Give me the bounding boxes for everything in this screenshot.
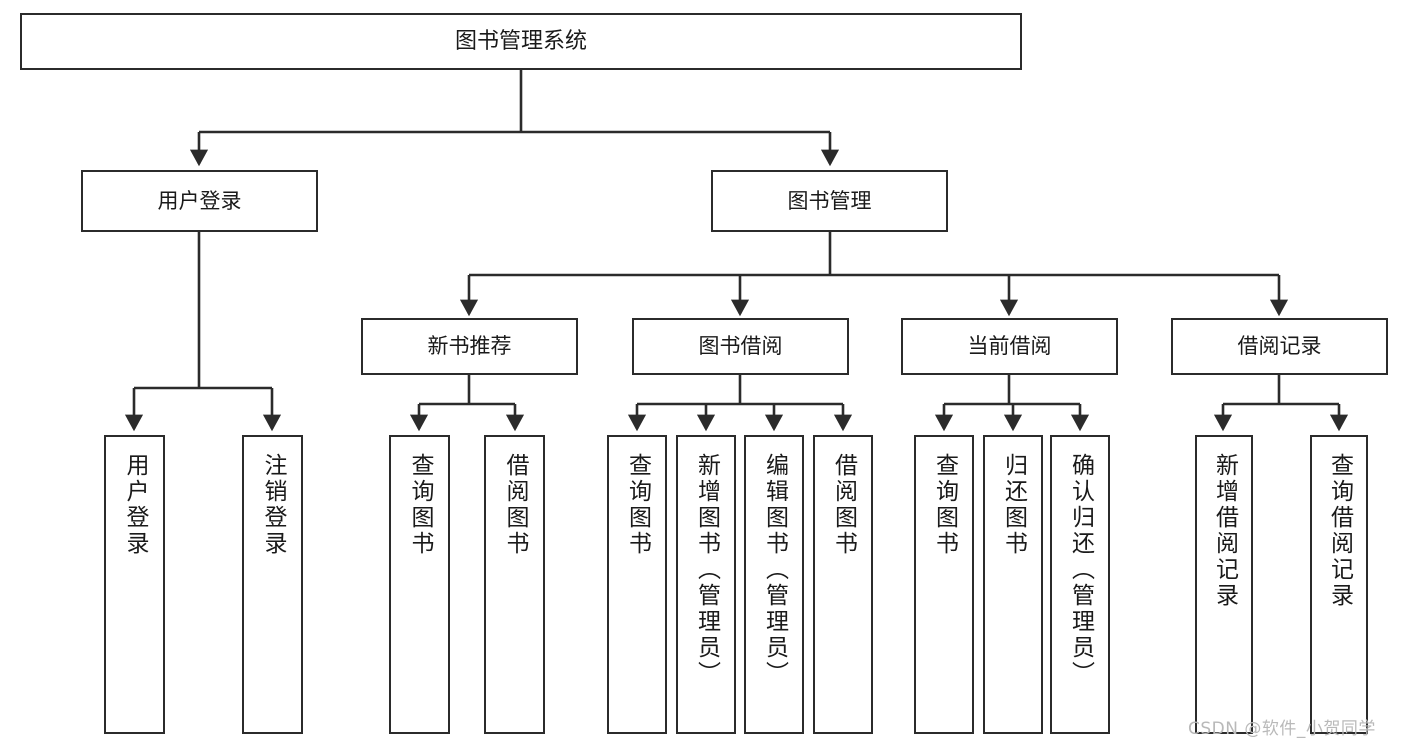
node-root[interactable]: 图书管理系统: [20, 13, 1022, 70]
leaf-logout[interactable]: 注销登录: [242, 435, 303, 734]
node-borrow-record-label: 借阅记录: [1237, 334, 1322, 359]
node-new-book-recommend-label: 新书推荐: [427, 334, 512, 359]
leaf-logout-label: 注销登录: [260, 453, 286, 557]
node-root-label: 图书管理系统: [454, 28, 587, 54]
node-borrow-record[interactable]: 借阅记录: [1171, 318, 1388, 375]
leaf-user-login[interactable]: 用户登录: [104, 435, 165, 734]
leaf-query-borrow-record-label: 查询借阅记录: [1326, 453, 1353, 609]
node-book-borrow-label: 图书借阅: [698, 334, 783, 359]
leaf-borrow-book-newbook-label: 借阅图书: [502, 453, 528, 557]
leaf-confirm-return-admin-label: 确认归还（管理员）: [1067, 453, 1094, 687]
node-user-login[interactable]: 用户登录: [81, 170, 318, 232]
leaf-borrow-book-label: 借阅图书: [830, 453, 857, 557]
leaf-add-book-admin[interactable]: 新增图书（管理员）: [676, 435, 736, 734]
leaf-borrow-book[interactable]: 借阅图书: [813, 435, 873, 734]
leaf-edit-book-admin[interactable]: 编辑图书（管理员）: [744, 435, 804, 734]
node-user-login-label: 用户登录: [157, 188, 242, 213]
leaf-user-login-label: 用户登录: [122, 453, 148, 557]
leaf-return-book-label: 归还图书: [1000, 453, 1027, 557]
node-book-borrow[interactable]: 图书借阅: [632, 318, 849, 375]
leaf-query-book-borrow-label: 查询图书: [624, 453, 651, 557]
node-book-management[interactable]: 图书管理: [711, 170, 948, 232]
leaf-edit-book-admin-label: 编辑图书（管理员）: [761, 453, 788, 687]
leaf-query-book-borrow[interactable]: 查询图书: [607, 435, 667, 734]
leaf-confirm-return-admin[interactable]: 确认归还（管理员）: [1050, 435, 1110, 734]
leaf-return-book[interactable]: 归还图书: [983, 435, 1043, 734]
leaf-query-book-current-label: 查询图书: [931, 453, 958, 557]
leaf-borrow-book-newbook[interactable]: 借阅图书: [484, 435, 545, 734]
leaf-add-borrow-record[interactable]: 新增借阅记录: [1195, 435, 1253, 734]
leaf-query-book-current[interactable]: 查询图书: [914, 435, 974, 734]
csdn-watermark: CSDN @软件_小贺同学: [1188, 719, 1376, 739]
leaf-add-borrow-record-label: 新增借阅记录: [1211, 453, 1238, 609]
leaf-add-book-admin-label: 新增图书（管理员）: [693, 453, 720, 687]
leaf-query-book-newbook[interactable]: 查询图书: [389, 435, 450, 734]
node-current-borrow-label: 当前借阅: [967, 334, 1052, 359]
node-current-borrow[interactable]: 当前借阅: [901, 318, 1118, 375]
node-new-book-recommend[interactable]: 新书推荐: [361, 318, 578, 375]
node-book-management-label: 图书管理: [787, 188, 872, 213]
leaf-query-borrow-record[interactable]: 查询借阅记录: [1310, 435, 1368, 734]
leaf-query-book-newbook-label: 查询图书: [407, 453, 433, 557]
